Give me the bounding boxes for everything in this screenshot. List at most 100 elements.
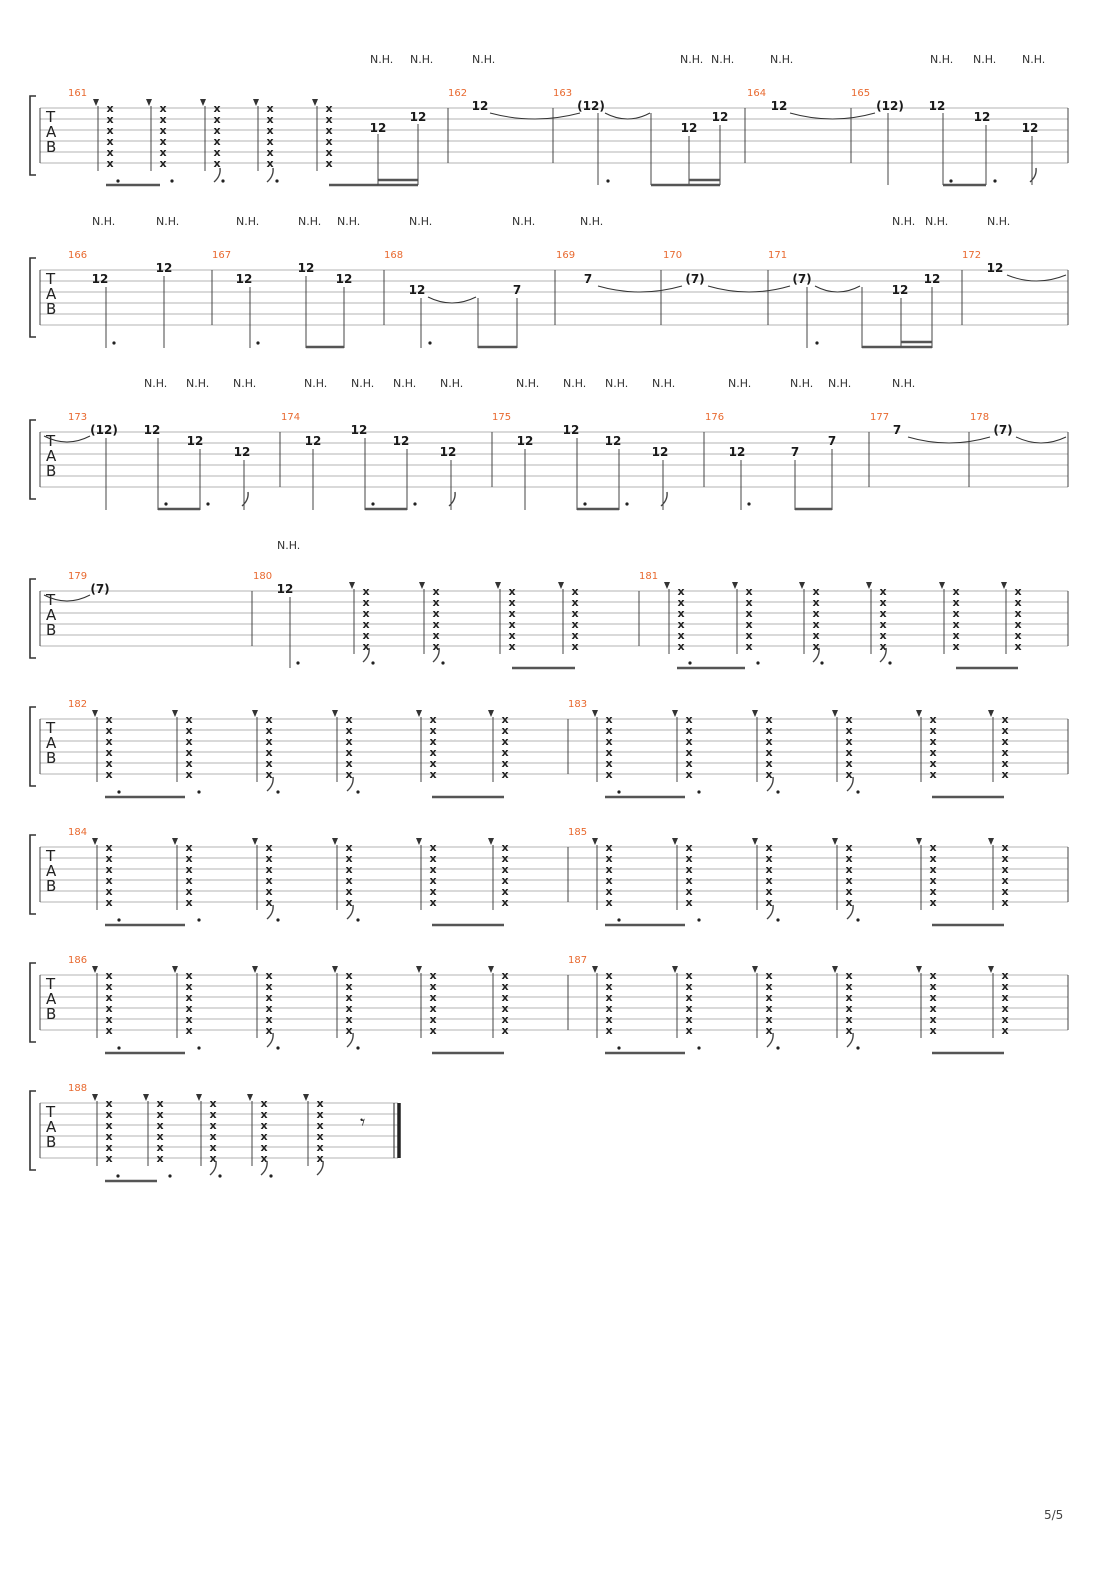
rhythm-dot bbox=[221, 179, 225, 183]
dead-note-x: x bbox=[265, 841, 272, 854]
dead-note-x: x bbox=[105, 1130, 112, 1143]
rhythm-dot bbox=[856, 918, 860, 922]
strum-arrow-icon bbox=[419, 582, 425, 589]
dead-note-x: x bbox=[605, 969, 612, 982]
measure-number: 177 bbox=[870, 412, 889, 423]
tab-clef-letter: T bbox=[45, 719, 56, 737]
dead-note-x: x bbox=[105, 874, 112, 887]
dead-note-x: x bbox=[508, 640, 515, 653]
dead-note-x: x bbox=[677, 629, 684, 642]
note-flag bbox=[766, 1032, 774, 1048]
rhythm-dot bbox=[371, 661, 375, 665]
natural-harmonic-label: N.H. bbox=[563, 377, 586, 390]
dead-note-x: x bbox=[501, 1002, 508, 1015]
dead-note-x: x bbox=[316, 1108, 323, 1121]
fret-number: 12 bbox=[440, 445, 457, 459]
note-flag bbox=[260, 1160, 268, 1176]
rhythm-dot bbox=[164, 502, 168, 506]
system-bracket bbox=[29, 834, 36, 915]
dead-note-x: x bbox=[605, 1024, 612, 1037]
dead-note-x: x bbox=[745, 618, 752, 631]
measure-number: 174 bbox=[281, 412, 300, 423]
natural-harmonic-label: N.H. bbox=[304, 377, 327, 390]
dead-note-x: x bbox=[260, 1097, 267, 1110]
dead-note-x: x bbox=[929, 874, 936, 887]
dead-note-x: x bbox=[685, 969, 692, 982]
dead-note-x: x bbox=[508, 618, 515, 631]
strum-arrow-icon bbox=[312, 99, 318, 106]
rhythm-dot bbox=[688, 661, 692, 665]
rhythm-dot bbox=[206, 502, 210, 506]
dead-note-x: x bbox=[1001, 1024, 1008, 1037]
natural-harmonic-label: N.H. bbox=[892, 377, 915, 390]
note-flag bbox=[766, 904, 774, 920]
dead-note-x: x bbox=[362, 618, 369, 631]
strum-arrow-icon bbox=[988, 966, 994, 973]
natural-harmonic-label: N.H. bbox=[156, 215, 179, 228]
rhythm-dot bbox=[112, 341, 116, 345]
dead-note-x: x bbox=[845, 757, 852, 770]
dead-note-x: x bbox=[845, 724, 852, 737]
note-flag bbox=[660, 491, 668, 507]
fret-number: 12 bbox=[929, 99, 946, 113]
strum-arrow-icon bbox=[495, 582, 501, 589]
fret-number: 12 bbox=[892, 283, 909, 297]
dead-note-x: x bbox=[185, 1024, 192, 1037]
dead-note-x: x bbox=[159, 102, 166, 115]
dead-note-x: x bbox=[952, 640, 959, 653]
strum-arrow-icon bbox=[92, 838, 98, 845]
rhythm-dot bbox=[697, 1046, 701, 1050]
natural-harmonic-label: N.H. bbox=[393, 377, 416, 390]
dead-note-x: x bbox=[209, 1119, 216, 1132]
rhythm-dot bbox=[197, 1046, 201, 1050]
fret-number: 12 bbox=[409, 283, 426, 297]
natural-harmonic-label: N.H. bbox=[351, 377, 374, 390]
dead-note-x: x bbox=[929, 980, 936, 993]
natural-harmonic-label: N.H. bbox=[144, 377, 167, 390]
fret-number: 12 bbox=[234, 445, 251, 459]
natural-harmonic-label: N.H. bbox=[790, 377, 813, 390]
note-flag bbox=[432, 647, 440, 663]
dead-note-x: x bbox=[345, 757, 352, 770]
dead-note-x: x bbox=[605, 735, 612, 748]
rhythm-dot bbox=[888, 661, 892, 665]
dead-note-x: x bbox=[929, 841, 936, 854]
dead-note-x: x bbox=[105, 757, 112, 770]
natural-harmonic-label: N.H. bbox=[728, 377, 751, 390]
dead-note-x: x bbox=[765, 757, 772, 770]
dead-note-x: x bbox=[765, 768, 772, 781]
dead-note-x: x bbox=[929, 896, 936, 909]
dead-note-x: x bbox=[105, 768, 112, 781]
strum-arrow-icon bbox=[752, 710, 758, 717]
dead-note-x: x bbox=[265, 896, 272, 909]
dead-note-x: x bbox=[1001, 896, 1008, 909]
strum-arrow-icon bbox=[488, 966, 494, 973]
dead-note-x: x bbox=[952, 585, 959, 598]
dead-note-x: x bbox=[685, 724, 692, 737]
dead-note-x: x bbox=[325, 157, 332, 170]
dead-note-x: x bbox=[685, 841, 692, 854]
dead-note-x: x bbox=[1001, 969, 1008, 982]
dead-note-x: x bbox=[1001, 768, 1008, 781]
dead-note-x: x bbox=[345, 969, 352, 982]
strum-arrow-icon bbox=[752, 838, 758, 845]
natural-harmonic-label: N.H. bbox=[973, 53, 996, 66]
dead-note-x: x bbox=[260, 1152, 267, 1165]
note-flag bbox=[879, 647, 887, 663]
tie-arc bbox=[489, 112, 581, 120]
dead-note-x: x bbox=[105, 1108, 112, 1121]
dead-note-x: x bbox=[265, 724, 272, 737]
strum-arrow-icon bbox=[832, 710, 838, 717]
note-flag bbox=[241, 491, 249, 507]
dead-note-x: x bbox=[185, 896, 192, 909]
dead-note-x: x bbox=[265, 757, 272, 770]
dead-note-x: x bbox=[1014, 585, 1021, 598]
dead-note-x: x bbox=[745, 596, 752, 609]
dead-note-x: x bbox=[265, 874, 272, 887]
tab-clef-letter: B bbox=[46, 621, 56, 639]
dead-note-x: x bbox=[1001, 757, 1008, 770]
tab-clef-letter: T bbox=[45, 270, 56, 288]
tab-clef-letter: T bbox=[45, 847, 56, 865]
dead-note-x: x bbox=[156, 1130, 163, 1143]
dead-note-x: x bbox=[501, 735, 508, 748]
